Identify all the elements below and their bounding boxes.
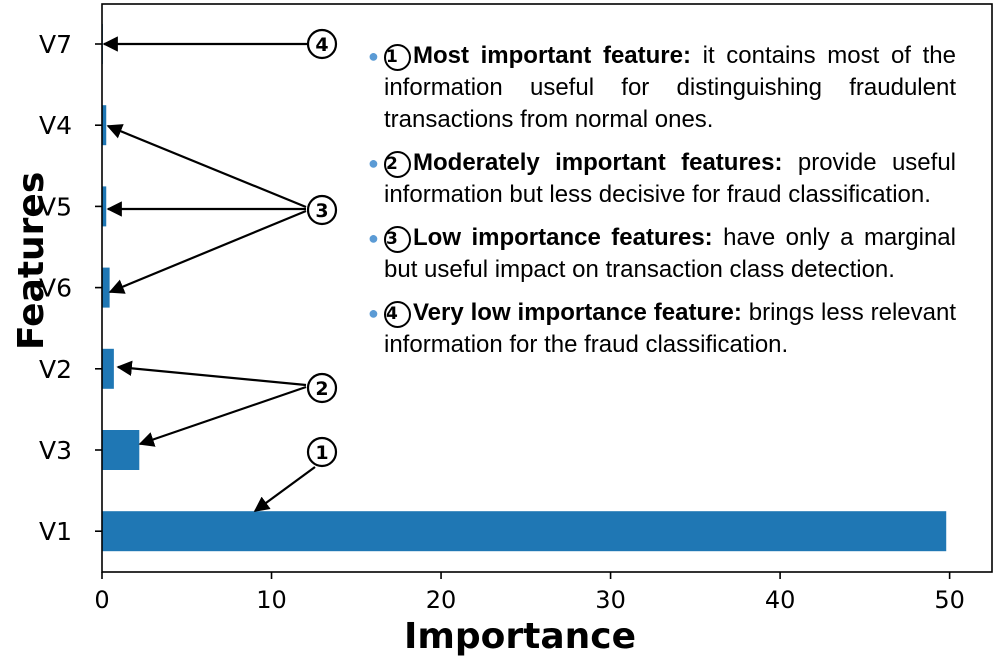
annotation-text: provide useful information but less deci… bbox=[384, 149, 956, 208]
arrow-to-v4 bbox=[106, 124, 307, 209]
marker-circle-1 bbox=[306, 436, 338, 468]
arrow-to-v6 bbox=[108, 209, 307, 294]
annotation-text: have only a marginal but useful impact o… bbox=[384, 224, 956, 283]
callout-markers: 4 3 2 1 bbox=[306, 28, 338, 468]
y-axis-ticks: V1 V3 V2 V6 V5 V4 V7 bbox=[39, 30, 102, 546]
arrow-to-v1 bbox=[253, 466, 316, 512]
bullet-icon: ● bbox=[368, 153, 379, 173]
marker-number-4: 4 bbox=[315, 34, 328, 56]
annotation-title: Very low importance feature: bbox=[413, 299, 742, 326]
arrow-to-v3 bbox=[138, 385, 307, 447]
bar-v4 bbox=[102, 105, 107, 146]
annotation-title: Most important feature: bbox=[413, 42, 691, 69]
y-tick-label: V1 bbox=[39, 517, 72, 546]
x-axis-ticks: 0 10 20 30 40 50 bbox=[94, 572, 965, 614]
bar-v2 bbox=[102, 348, 114, 389]
bar-v1 bbox=[102, 511, 947, 552]
marker-badge: 2 bbox=[384, 151, 411, 178]
plot-frame bbox=[101, 3, 993, 573]
x-tick-label: 40 bbox=[765, 586, 796, 614]
marker-circle-2 bbox=[306, 372, 338, 404]
x-tick-label: 30 bbox=[595, 586, 626, 614]
x-tick-label: 0 bbox=[94, 586, 109, 614]
bullet-icon: ● bbox=[368, 46, 379, 66]
annotation-title: Moderately important features: bbox=[413, 149, 783, 176]
x-tick-label: 50 bbox=[934, 586, 965, 614]
annotation-text: brings less relevant information for the… bbox=[384, 299, 956, 358]
marker-number-1: 1 bbox=[315, 442, 328, 464]
bar-v3 bbox=[102, 430, 140, 470]
y-axis-label: Features bbox=[11, 171, 52, 350]
annotation-text: it contains most of the information usef… bbox=[384, 42, 956, 133]
y-tick-label: V4 bbox=[39, 111, 72, 140]
marker-circle-4 bbox=[306, 28, 338, 60]
bullet-icon: ● bbox=[368, 303, 379, 323]
marker-circle-3 bbox=[306, 194, 338, 226]
x-tick-label: 20 bbox=[426, 586, 457, 614]
arrow-to-v2 bbox=[116, 360, 307, 387]
marker-badge: 3 bbox=[384, 226, 411, 253]
marker-badge: 4 bbox=[384, 301, 411, 328]
bar-v6 bbox=[102, 267, 110, 308]
bullet-icon: ● bbox=[368, 228, 379, 248]
x-axis-label: Importance bbox=[403, 616, 637, 657]
y-tick-label: V6 bbox=[39, 274, 72, 303]
x-tick-label: 10 bbox=[256, 586, 287, 614]
bar-v5 bbox=[102, 186, 107, 227]
y-tick-label: V7 bbox=[39, 30, 72, 59]
annotation-title: Low importance features: bbox=[413, 224, 713, 251]
y-tick-label: V2 bbox=[39, 355, 72, 384]
marker-badge: 1 bbox=[384, 44, 411, 71]
marker-number-3: 3 bbox=[315, 200, 328, 222]
y-tick-label: V5 bbox=[39, 192, 72, 221]
y-tick-label: V3 bbox=[39, 436, 72, 465]
bars-layer bbox=[102, 24, 947, 552]
callout-arrows bbox=[102, 36, 316, 512]
marker-number-2: 2 bbox=[315, 378, 328, 400]
